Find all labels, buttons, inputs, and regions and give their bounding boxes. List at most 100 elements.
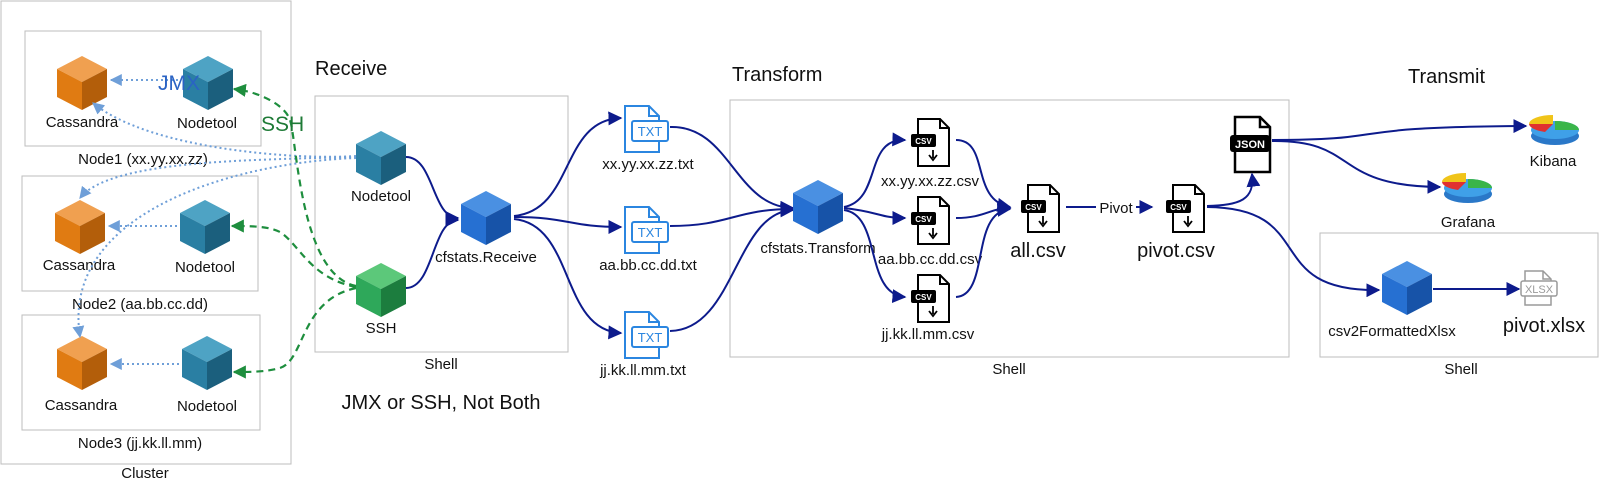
flow-arrow xyxy=(669,202,795,227)
flow-arrow xyxy=(843,209,907,304)
all-csv-file-icon: CSV xyxy=(1021,184,1060,233)
cassandra-cube-icon xyxy=(55,200,105,254)
cluster-box xyxy=(0,0,292,465)
txt-files-group: TXT xx.yy.xx.zz.txt TXT aa.bb.cc.dd.txt … xyxy=(513,105,698,379)
grafana-label: Grafana xyxy=(1441,214,1496,231)
flow-arrow xyxy=(405,213,460,289)
nodetool-cube-icon xyxy=(182,336,232,390)
csv-badge: CSV xyxy=(915,215,932,224)
flow-arrow xyxy=(1206,206,1381,298)
nodetool-cube-icon xyxy=(183,56,233,110)
csv-file-icon: CSV xyxy=(911,196,950,245)
ssh-label: SSH xyxy=(261,113,304,136)
formatter-cube-icon xyxy=(1382,261,1432,315)
kibana-label: Kibana xyxy=(1530,153,1577,170)
transform-cube-icon xyxy=(793,180,843,234)
flow-arrow xyxy=(955,202,1012,298)
kibana-pie-chart-icon xyxy=(1529,115,1579,145)
pivot-label: Pivot xyxy=(1099,200,1133,217)
flow-arrow xyxy=(513,111,623,217)
cluster-group: Cluster Node1 (xx.yy.xx.zz) Node2 (aa.bb… xyxy=(0,0,292,482)
csv-file-icon: CSV xyxy=(911,118,950,167)
transform-shell-box xyxy=(729,99,1290,358)
nodetool-label: Nodetool xyxy=(177,398,237,415)
pivot-csv-file-icon: CSV xyxy=(1166,184,1205,233)
grafana-pie-chart-icon xyxy=(1442,173,1492,203)
receive-shell-box xyxy=(314,95,569,353)
flow-arrow xyxy=(843,207,907,225)
txt-file-name: xx.yy.xx.zz.txt xyxy=(602,156,694,173)
nodetool-cube-icon xyxy=(180,200,230,254)
txt-file-icon: TXT xyxy=(624,311,669,359)
receive-cube-icon xyxy=(461,191,511,245)
flow-arrow xyxy=(843,132,907,208)
csv-badge: CSV xyxy=(915,137,932,146)
transform-title: Transform xyxy=(732,64,822,86)
csv-badge: CSV xyxy=(1170,203,1187,212)
xlsx-badge: XLSX xyxy=(1525,284,1554,296)
transmit-shell-label: Shell xyxy=(1444,361,1477,378)
transform-shell-label: Shell xyxy=(992,361,1025,378)
flow-arrow xyxy=(1271,119,1528,141)
receive-title: Receive xyxy=(315,58,387,80)
receive-ssh-label: SSH xyxy=(366,320,397,337)
transform-group: Transform Shell cfstats.Transform CSV xx… xyxy=(669,64,1290,378)
txt-file-name: jj.kk.ll.mm.txt xyxy=(599,362,687,379)
ssh-arrow xyxy=(230,219,357,289)
flow-arrow xyxy=(513,216,623,234)
ssh-arrow xyxy=(232,286,357,379)
cassandra-label: Cassandra xyxy=(43,257,116,274)
node1-label: Node1 (xx.yy.xx.zz) xyxy=(78,151,208,168)
csv-file-name: xx.yy.xx.zz.csv xyxy=(881,173,980,190)
cassandra-label: Cassandra xyxy=(46,114,119,131)
csv-file-icon: CSV xyxy=(911,274,950,323)
jmx-arrow xyxy=(72,157,357,339)
nodetool-cube-icon xyxy=(356,131,406,185)
nodetool-label: Nodetool xyxy=(177,115,237,132)
receive-shell-label: Shell xyxy=(424,356,457,373)
pivot-label-bg xyxy=(1096,198,1136,216)
flow-arrow xyxy=(513,218,623,340)
pivot-xlsx-label: pivot.xlsx xyxy=(1503,315,1585,337)
txt-file-icon: TXT xyxy=(624,206,669,254)
receive-nodetool-label: Nodetool xyxy=(351,188,411,205)
transmit-title: Transmit xyxy=(1408,66,1485,88)
txt-file-icon: TXT xyxy=(624,105,669,153)
cfstats-transform-label: cfstats.Transform xyxy=(760,240,875,257)
txt-file-name: aa.bb.cc.dd.txt xyxy=(599,257,697,274)
receive-note: JMX or SSH, Not Both xyxy=(342,392,541,414)
flow-arrow xyxy=(1206,172,1261,207)
csv-badge: CSV xyxy=(915,293,932,302)
all-csv-label: all.csv xyxy=(1010,240,1066,262)
flow-arrow xyxy=(405,156,460,225)
formatter-label: csv2FormattedXlsx xyxy=(1328,323,1456,340)
flow-arrow xyxy=(669,203,795,332)
json-file-icon: JSON xyxy=(1230,115,1272,174)
ssh-arrow xyxy=(232,83,357,288)
node3-label: Node3 (jj.kk.ll.mm) xyxy=(78,435,202,452)
cfstats-receive-label: cfstats.Receive xyxy=(435,249,537,266)
flow-arrow xyxy=(1271,139,1442,194)
txt-badge: TXT xyxy=(638,330,663,345)
flow-arrow xyxy=(669,125,795,215)
jmx-label: JMX xyxy=(158,72,200,95)
nodetool-label: Nodetool xyxy=(175,259,235,276)
ssh-cube-icon xyxy=(356,263,406,317)
cassandra-cube-icon xyxy=(57,336,107,390)
csv-file-name: jj.kk.ll.mm.csv xyxy=(881,326,975,343)
receive-group: Receive Shell JMX or SSH, Not Both Nodet… xyxy=(314,58,569,414)
cluster-label: Cluster xyxy=(121,465,169,482)
csv-badge: CSV xyxy=(1025,203,1042,212)
pivot-csv-label: pivot.csv xyxy=(1137,240,1215,262)
jmx-arrow xyxy=(79,156,357,199)
transmit-shell-box xyxy=(1319,232,1599,358)
cassandra-cube-icon xyxy=(57,56,107,110)
xlsx-file-icon: XLSX xyxy=(1520,270,1558,306)
txt-badge: TXT xyxy=(638,225,663,240)
node2-label: Node2 (aa.bb.cc.dd) xyxy=(72,296,208,313)
node1-box xyxy=(24,30,262,147)
cassandra-label: Cassandra xyxy=(45,397,118,414)
txt-badge: TXT xyxy=(638,124,663,139)
csv-file-name: aa.bb.cc.dd.csv xyxy=(878,251,983,268)
